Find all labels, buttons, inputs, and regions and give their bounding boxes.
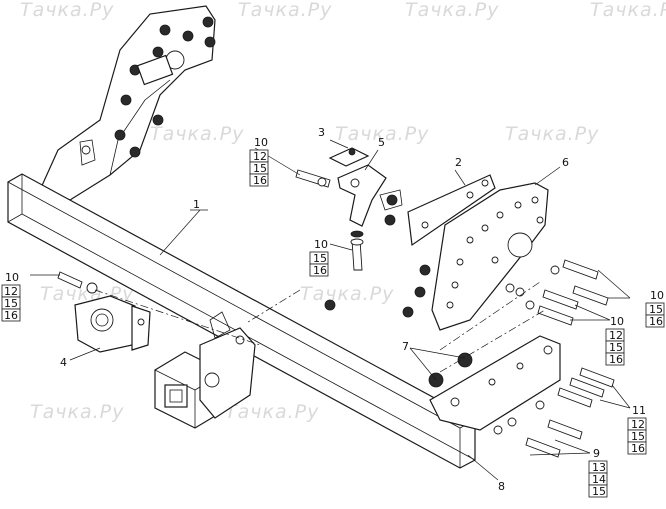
- stack-right-b-label-2: 12: [609, 329, 623, 342]
- watermark-7: Тачка.Ру: [505, 123, 599, 145]
- stack-right-c-label-2: 12: [631, 418, 645, 431]
- callout-8: 8: [498, 480, 505, 493]
- watermark-10: Тачка.Ру: [300, 283, 394, 305]
- stack-left-label-1: 10: [5, 271, 19, 284]
- stack-right-b-label-4: 16: [609, 353, 623, 366]
- stack-right-d: 9 13 14 15: [588, 447, 608, 498]
- receiver-tube: [154, 311, 256, 429]
- stack-top-left-label-2: 12: [253, 150, 267, 163]
- watermark-11: Тачка.Ру: [30, 401, 124, 423]
- stack-right-a-label-1: 10: [650, 289, 664, 302]
- stack-middle-label-3: 16: [313, 264, 327, 277]
- callout-5: 5: [378, 136, 385, 149]
- callout-3: 3: [318, 126, 325, 139]
- watermark-1: Тачка.Ру: [20, 0, 114, 21]
- watermark-6: Тачка.Ру: [335, 123, 429, 145]
- right-bolts: [428, 259, 615, 458]
- stack-left-label-4: 16: [4, 309, 18, 322]
- stack-middle: 10 15 16: [309, 238, 329, 277]
- socket-bracket: [74, 295, 151, 353]
- stack-right-c-label-1: 11: [632, 404, 646, 417]
- stack-right-d-label-2: 13: [592, 461, 606, 474]
- part-callouts: 1 2 3 4 5 6 7 8: [60, 126, 569, 493]
- side-bracket-6: [324, 182, 549, 331]
- spacer-and-angle-bracket: [247, 147, 387, 323]
- stack-left: 10 12 15 16: [1, 271, 21, 322]
- leader-lines: [30, 139, 631, 481]
- stack-left-label-3: 15: [4, 297, 18, 310]
- stack-right-c: 11 12 15 16: [627, 404, 647, 455]
- stack-right-d-label-3: 14: [592, 473, 606, 486]
- stack-top-left-label-3: 15: [253, 162, 267, 175]
- stack-right-c-label-4: 16: [631, 442, 645, 455]
- stack-top-left: 10 12 15 16: [249, 136, 269, 187]
- plate-bracket-2: [379, 174, 496, 247]
- left-bracket: [39, 5, 216, 201]
- stack-left-label-2: 12: [4, 285, 18, 298]
- callout-2: 2: [455, 156, 462, 169]
- stack-middle-label-2: 15: [313, 252, 327, 265]
- callout-4: 4: [60, 356, 67, 369]
- stack-right-a: 10 15 16: [645, 289, 665, 328]
- stack-right-d-label-1: 9: [593, 447, 600, 460]
- stack-right-d-label-4: 15: [592, 485, 606, 498]
- callout-1: 1: [193, 198, 200, 211]
- callout-7: 7: [402, 340, 409, 353]
- stack-right-b-label-1: 10: [610, 315, 624, 328]
- stack-top-left-label-1: 10: [254, 136, 268, 149]
- stack-right-a-label-2: 15: [649, 303, 663, 316]
- right-end-bracket: [429, 335, 561, 431]
- watermark-4: Тачка.Ру: [590, 0, 666, 21]
- stack-right-a-label-3: 16: [649, 315, 663, 328]
- left-fasteners: [57, 271, 261, 346]
- callout-6: 6: [562, 156, 569, 169]
- stack-middle-label-1: 10: [314, 238, 328, 251]
- watermark-5: Тачка.Ру: [150, 123, 244, 145]
- stack-top-left-label-4: 16: [253, 174, 267, 187]
- stack-right-b: 10 12 15 16: [605, 315, 625, 366]
- watermark-3: Тачка.Ру: [405, 0, 499, 21]
- watermark-2: Тачка.Ру: [238, 0, 332, 21]
- stack-right-b-label-3: 15: [609, 341, 623, 354]
- stack-right-c-label-3: 15: [631, 430, 645, 443]
- watermark-12: Тачка.Ру: [225, 401, 319, 423]
